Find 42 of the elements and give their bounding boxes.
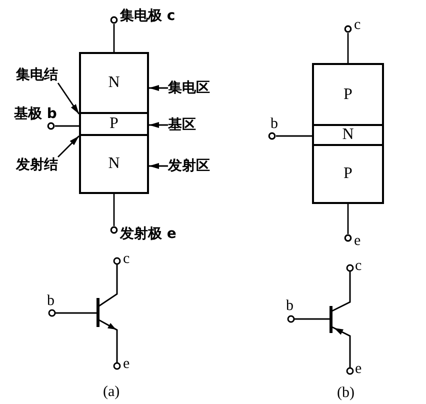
terminal-label: e — [354, 234, 361, 249]
pin-label: e — [123, 357, 130, 372]
terminal-label: c — [354, 18, 361, 33]
semiconductor-layer — [79, 114, 149, 136]
semiconductor-layer — [79, 136, 149, 194]
semiconductor-layer — [312, 146, 384, 204]
subfigure-label: (b) — [337, 386, 354, 401]
wire — [113, 24, 115, 52]
wire — [113, 194, 115, 226]
terminal-label: b — [270, 117, 278, 132]
callout-label: 基区 — [168, 117, 196, 133]
callout-label: 集电区 — [168, 80, 210, 96]
callout-label: 集电结 — [16, 67, 58, 83]
leader-arrow — [149, 122, 168, 128]
callout-label: 发射区 — [168, 158, 210, 174]
wire — [54, 125, 79, 127]
leader-arrow — [149, 163, 168, 169]
pin-label: e — [355, 362, 362, 377]
semiconductor-layer — [79, 52, 149, 114]
layer-type-letter: N — [342, 127, 354, 143]
wire — [347, 33, 349, 63]
layer-type-letter: P — [344, 166, 352, 182]
terminal-label: 基极 b — [14, 106, 57, 122]
layer-type-letter: P — [344, 86, 352, 102]
layer-type-letter: N — [108, 75, 120, 91]
wire — [276, 135, 312, 137]
semiconductor-layer — [312, 126, 384, 146]
terminal-label: 集电极 c — [120, 8, 176, 24]
pin-label: c — [355, 259, 362, 274]
layer-type-letter: N — [108, 156, 120, 172]
leader-arrow — [58, 136, 80, 158]
pin-label: b — [286, 299, 294, 314]
layer-type-letter: P — [110, 116, 118, 132]
pin-label: c — [123, 252, 130, 267]
wire — [347, 204, 349, 234]
callout-label: 发射结 — [16, 157, 58, 173]
leader-arrow — [149, 85, 168, 91]
pin-label: b — [47, 294, 54, 309]
terminal-label: 发射极 e — [120, 226, 176, 242]
leader-arrow — [57, 82, 80, 114]
subfigure-label: (a) — [103, 385, 120, 400]
semiconductor-layer — [312, 63, 384, 126]
